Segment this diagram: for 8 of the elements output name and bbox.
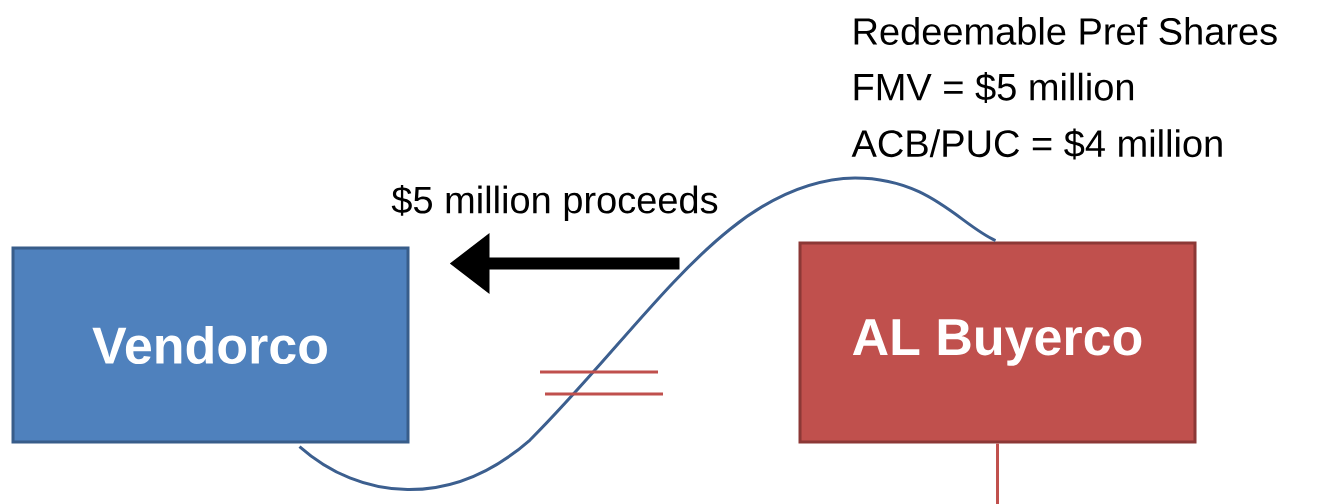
share-note: Redeemable Pref Shares [854, 17, 1277, 45]
company-box: AL Buyerco [798, 241, 1197, 444]
line [996, 443, 999, 504]
company-box: Vendorco [11, 246, 410, 444]
curved-line [298, 176, 997, 491]
share-note: FMV = $5 million [854, 72, 1134, 103]
share-note: ACB/PUC = $4 million [851, 128, 1222, 160]
edge-label: $5 million proceeds [391, 185, 718, 221]
